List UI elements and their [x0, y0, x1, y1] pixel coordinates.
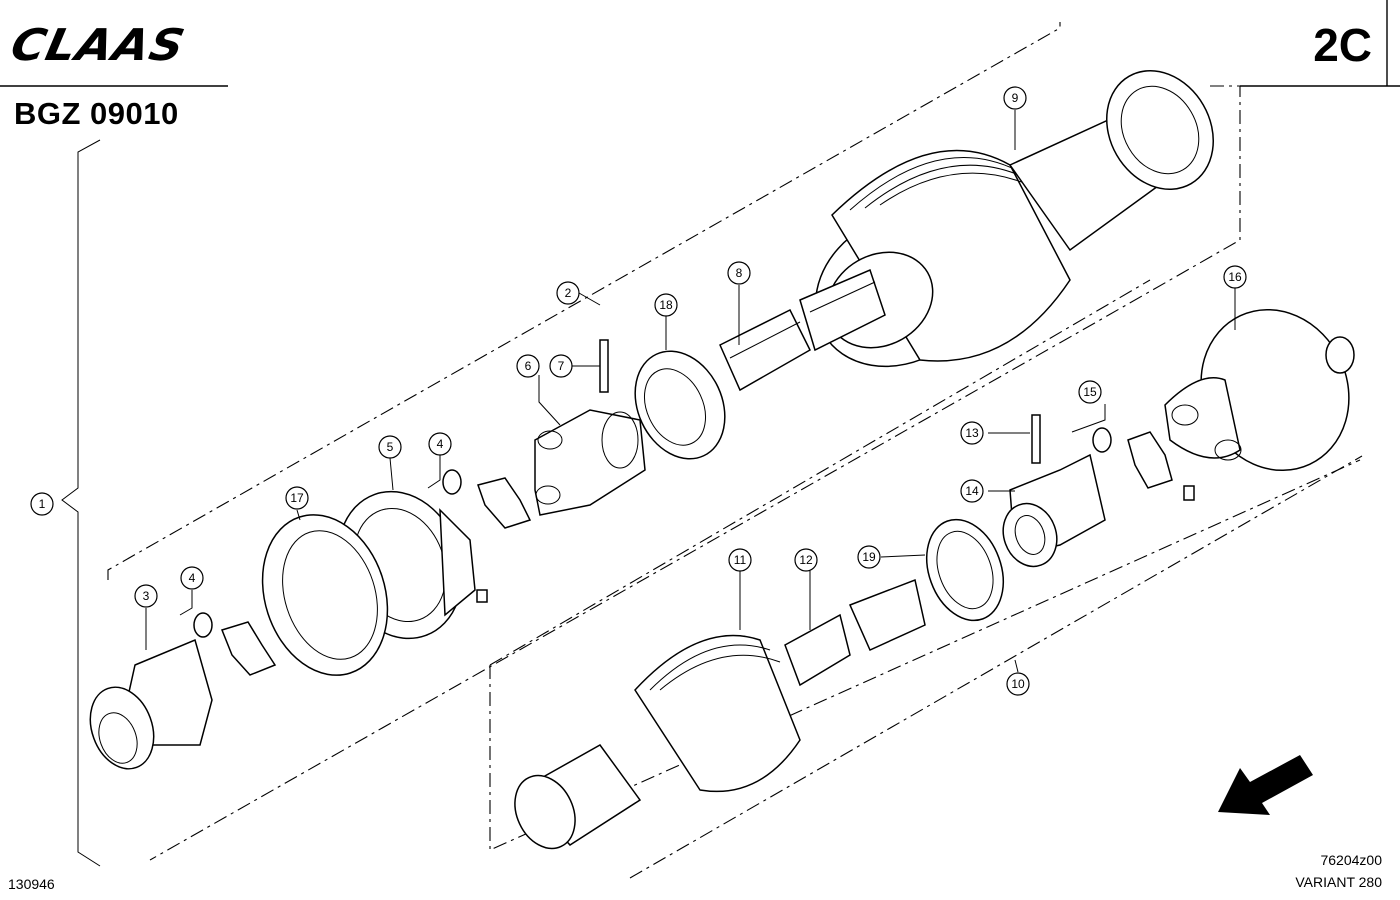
cross-kit-right — [1092, 427, 1195, 501]
callout-4-upper: 4 — [428, 432, 452, 456]
callout-10: 10 — [1006, 672, 1030, 696]
svg-text:15: 15 — [1083, 385, 1097, 399]
drawing-code: 76204z00 — [1320, 852, 1382, 868]
callout-14: 14 — [960, 479, 984, 503]
pin-7 — [599, 339, 609, 393]
svg-text:2: 2 — [565, 286, 572, 300]
assembly-outline-upper — [107, 22, 1241, 861]
callout-19: 19 — [857, 545, 881, 569]
callout-17: 17 — [285, 486, 309, 510]
profile-tube-lower — [784, 578, 926, 687]
callout-2: 2 — [556, 281, 580, 305]
svg-text:5: 5 — [387, 440, 394, 454]
callout-7: 7 — [549, 354, 573, 378]
page-code: 2C — [1313, 19, 1372, 71]
callout-13: 13 — [960, 421, 984, 445]
svg-text:12: 12 — [799, 553, 813, 567]
callout-16: 16 — [1223, 265, 1247, 289]
svg-text:17: 17 — [290, 491, 304, 505]
leader-lines — [145, 110, 1236, 673]
callout-8: 8 — [727, 261, 751, 285]
svg-text:4: 4 — [437, 437, 444, 451]
guard-yoke-16 — [1164, 308, 1355, 472]
yoke-hub-3 — [89, 638, 213, 770]
callout-15: 15 — [1078, 380, 1102, 404]
svg-text:11: 11 — [734, 553, 747, 567]
cross-kit-upper — [442, 469, 532, 529]
callout-6: 6 — [516, 354, 540, 378]
callout-18: 18 — [654, 293, 678, 317]
svg-text:16: 16 — [1228, 270, 1242, 284]
document-number: BGZ 09010 — [14, 96, 179, 131]
profile-tube-inner — [719, 268, 886, 392]
support-ring-19 — [926, 518, 1004, 622]
flange-plate-17 — [261, 514, 389, 676]
arrow-down-left-icon — [1218, 755, 1313, 815]
guard-cone-lower — [514, 634, 801, 850]
yoke-6 — [534, 409, 646, 516]
callout-4-lower: 4 — [180, 566, 204, 590]
yoke-14 — [1002, 414, 1106, 568]
variant-label: VARIANT 280 — [1295, 874, 1382, 890]
cross-kit-lower — [193, 612, 277, 676]
svg-text:1: 1 — [39, 497, 46, 511]
svg-text:18: 18 — [659, 298, 673, 312]
callout-12: 12 — [794, 548, 818, 572]
callout-5: 5 — [378, 435, 402, 459]
callout-1: 1 — [30, 492, 54, 516]
svg-text:19: 19 — [862, 550, 876, 564]
title-block-lines — [0, 0, 1400, 87]
assembly-outline-lower — [489, 279, 1363, 879]
svg-text:3: 3 — [143, 589, 150, 603]
bearing-ring-18 — [634, 350, 726, 460]
svg-text:8: 8 — [736, 266, 743, 280]
bracket-item-1 — [61, 139, 101, 867]
svg-text:7: 7 — [558, 359, 565, 373]
footer-left-code: 130946 — [8, 876, 55, 892]
svg-text:10: 10 — [1011, 677, 1025, 691]
svg-text:4: 4 — [189, 571, 196, 585]
svg-text:13: 13 — [965, 426, 979, 440]
svg-text:14: 14 — [965, 484, 979, 498]
callout-11: 11 — [728, 548, 752, 572]
callout-9: 9 — [1003, 86, 1027, 110]
callout-3: 3 — [134, 584, 158, 608]
svg-text:6: 6 — [525, 359, 532, 373]
svg-text:9: 9 — [1012, 91, 1019, 105]
